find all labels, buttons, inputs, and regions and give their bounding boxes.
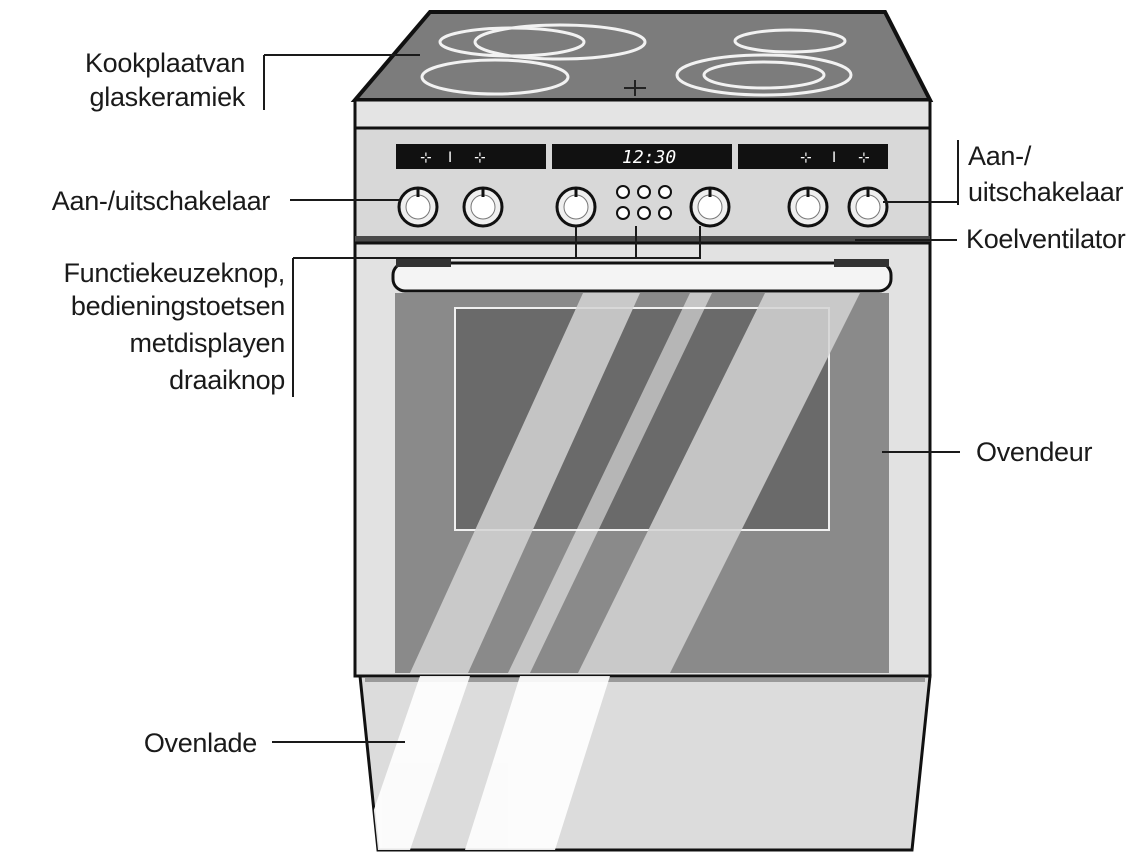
clock-display: 12:30	[622, 147, 676, 168]
right-display-symbol: ⊹	[800, 150, 812, 166]
cooktop	[350, 10, 934, 130]
cooking-zone-front-left	[420, 58, 570, 96]
oven-door[interactable]	[353, 241, 932, 678]
cooking-zone-front-right	[675, 53, 853, 97]
label-function-controls: bedieningstoetsen	[71, 291, 285, 321]
left-display-symbol: I	[448, 150, 452, 166]
control-button[interactable]	[637, 206, 651, 220]
label-function-controls: Functiekeuzeknop,	[63, 258, 285, 288]
center-display	[552, 144, 732, 169]
function-selector-knob[interactable]	[555, 186, 597, 228]
label-function-controls: metdisplayen	[130, 328, 286, 358]
control-button[interactable]	[616, 206, 630, 220]
rotary-knob[interactable]	[689, 186, 731, 228]
label-cooling-fan: Koelventilator	[966, 224, 1126, 254]
left-display-symbol: ⊹	[474, 150, 486, 166]
control-button[interactable]	[658, 185, 672, 199]
label-cooktop: Kookplaatvan	[85, 48, 245, 78]
label-cooktop: glaskeramiek	[90, 82, 246, 112]
label-switch-right: uitschakelaar	[968, 177, 1123, 207]
knob-hob-right-2[interactable]	[847, 186, 889, 228]
oven-drawer[interactable]	[358, 674, 932, 852]
right-display-symbol: I	[832, 150, 836, 166]
right-display-symbol: ⊹	[858, 150, 870, 166]
knob-hob-right-1[interactable]	[787, 186, 829, 228]
callout-labels: Kookplaatvan glaskeramiek Aan-/uitschake…	[52, 48, 1126, 758]
control-panel: ⊹ I ⊹ 12:30 ⊹ I ⊹	[353, 126, 932, 243]
label-oven-door: Ovendeur	[976, 437, 1092, 467]
label-switch-right: Aan-/	[968, 141, 1032, 171]
leader-lines	[263, 54, 960, 743]
left-display-strip	[396, 144, 546, 169]
control-button[interactable]	[616, 185, 630, 199]
oven-door-handle[interactable]	[391, 261, 893, 293]
control-button[interactable]	[658, 206, 672, 220]
left-display-symbol: ⊹	[420, 150, 432, 166]
cooking-zones	[420, 23, 853, 97]
right-display-strip	[738, 144, 888, 169]
label-switch-left: Aan-/uitschakelaar	[52, 186, 271, 216]
knob-hob-left-2[interactable]	[462, 186, 504, 228]
knob-hob-left-1[interactable]	[397, 186, 439, 228]
cooking-zone-rear-right	[733, 28, 847, 54]
label-function-controls: draaiknop	[169, 365, 285, 395]
label-drawer: Ovenlade	[144, 728, 257, 758]
control-buttons[interactable]	[616, 185, 672, 220]
control-button[interactable]	[637, 185, 651, 199]
